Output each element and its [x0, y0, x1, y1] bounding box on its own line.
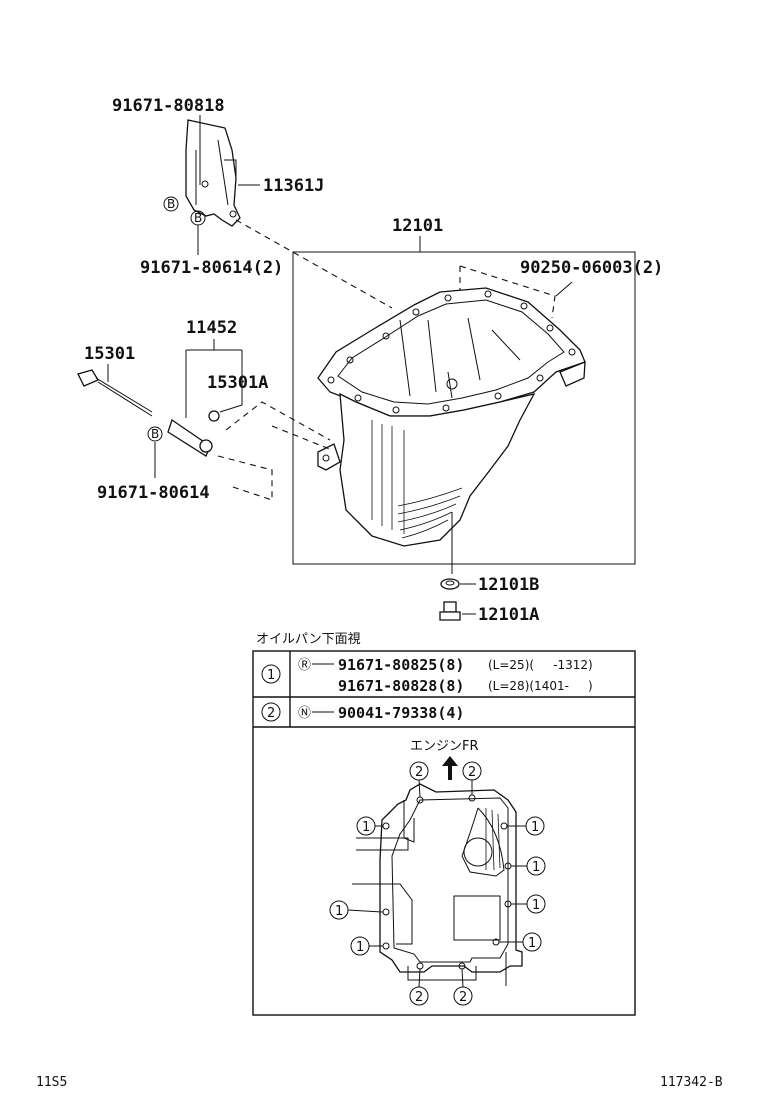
svg-text:2: 2: [468, 765, 476, 780]
row1-spec-1: (L=25)( -1312): [488, 658, 593, 672]
svg-text:2: 2: [459, 990, 467, 1005]
label-bolt-cover: 91671-80614(2): [140, 258, 283, 278]
label-bolt-top: 91671-80818: [112, 96, 225, 116]
label-cover: 11361J: [263, 176, 324, 196]
row1-code: Ⓡ: [298, 658, 311, 673]
label-oil-pan: 12101: [392, 216, 443, 236]
oil-pan-bottom-view: [352, 783, 523, 986]
svg-text:1: 1: [528, 936, 536, 951]
row2-code: Ⓝ: [298, 706, 311, 721]
svg-text:2: 2: [415, 990, 423, 1005]
svg-text:1: 1: [532, 860, 540, 875]
svg-text:1: 1: [532, 898, 540, 913]
svg-text:1: 1: [356, 940, 364, 955]
view-title: オイルパン下面視: [256, 632, 361, 647]
table-row-1: 1 Ⓡ 91671-80825(8) (L=25)( -1312) 91671-…: [261, 656, 593, 695]
table-row-2: 2 Ⓝ 90041-79338(4): [261, 702, 464, 722]
svg-text:B: B: [167, 197, 175, 211]
drain-plug-drawing: [439, 601, 461, 621]
oil-pan-drawing: [317, 287, 586, 547]
label-gasket: 12101B: [478, 575, 539, 595]
marker-1-left-a: 1: [356, 816, 383, 836]
gasket-drawing: [440, 578, 460, 590]
arrow-up-icon: [442, 756, 458, 780]
row1-spec-2: (L=28)(1401- ): [488, 679, 593, 693]
svg-text:1: 1: [531, 820, 539, 835]
callout-b-3: B: [147, 426, 163, 442]
callout-b-1: B: [163, 196, 179, 212]
svg-text:1: 1: [362, 820, 370, 835]
callout-b-2: B: [190, 210, 206, 226]
label-plug: 12101A: [478, 605, 539, 625]
row1-part-2: 91671-80828(8): [338, 677, 464, 695]
label-stud: 90250-06003(2): [520, 258, 663, 278]
svg-text:B: B: [194, 211, 202, 225]
svg-text:1: 1: [335, 904, 343, 919]
svg-text:2: 2: [267, 706, 275, 721]
footer-left: 11S5: [36, 1075, 67, 1090]
marker-1-right-a: 1: [507, 816, 545, 836]
label-bracket: 11452: [186, 318, 237, 338]
marker-1-right-b: 1: [511, 856, 546, 876]
label-gauge-part: 15301A: [207, 373, 268, 393]
marker-2-bottom-left: 2: [409, 968, 429, 1006]
label-gauge: 15301: [84, 344, 135, 364]
row1-part-1: 91671-80825(8): [338, 656, 464, 674]
marker-1-left-c: 1: [350, 936, 383, 956]
footer-right: 117342-B: [660, 1075, 723, 1090]
label-bolt-bracket: 91671-80614: [97, 483, 210, 503]
gauge-rod-drawing: [77, 369, 220, 457]
marker-1-left-b: 1: [329, 900, 384, 920]
marker-1-right-d: 1: [499, 932, 542, 952]
svg-text:B: B: [151, 427, 159, 441]
svg-text:1: 1: [267, 668, 275, 683]
marker-1-right-c: 1: [511, 894, 546, 914]
svg-text:2: 2: [415, 765, 423, 780]
marker-2-top-left: 2: [409, 761, 429, 798]
bolt-table: [252, 650, 636, 1016]
oil-pan-frame: [292, 251, 636, 565]
row2-part: 90041-79338(4): [338, 704, 464, 722]
marker-2-bottom-right: 2: [453, 968, 473, 1006]
marker-2-top-right: 2: [462, 761, 482, 795]
direction-label: エンジンFR: [410, 739, 479, 754]
